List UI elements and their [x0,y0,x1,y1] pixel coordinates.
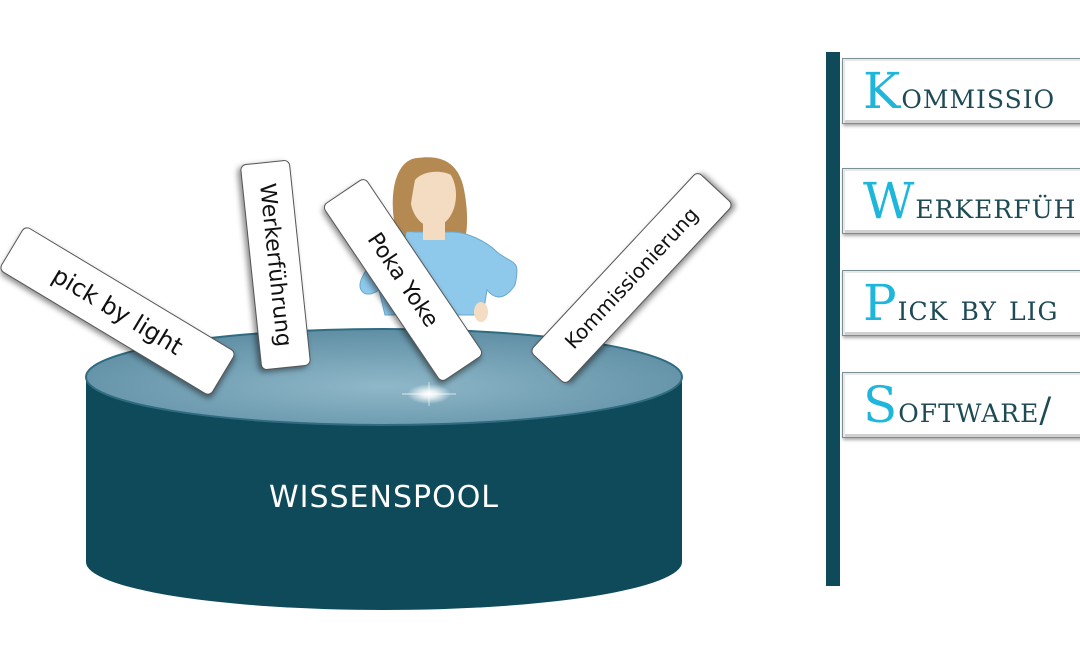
sign-text: erkerfüh [915,187,1077,227]
sign-initial: K [863,62,902,120]
sign-pick-by-light: Pick by lig [842,270,1080,336]
sign-text: ommissio [901,77,1056,117]
signpost-pole [826,52,840,586]
sign-initial: P [863,274,898,332]
sign-kommissionierung: Kommissio [842,58,1080,124]
sign-software: Software/ [842,372,1080,438]
sign-initial: S [863,376,899,434]
sign-text: oftware/ [898,391,1053,431]
sign-initial: W [863,172,916,230]
sign-werkerfuehrung: Werkerfüh [842,168,1080,234]
pool-label: WISSENSPOOL [268,480,500,515]
sign-text: ick by lig [897,289,1059,329]
